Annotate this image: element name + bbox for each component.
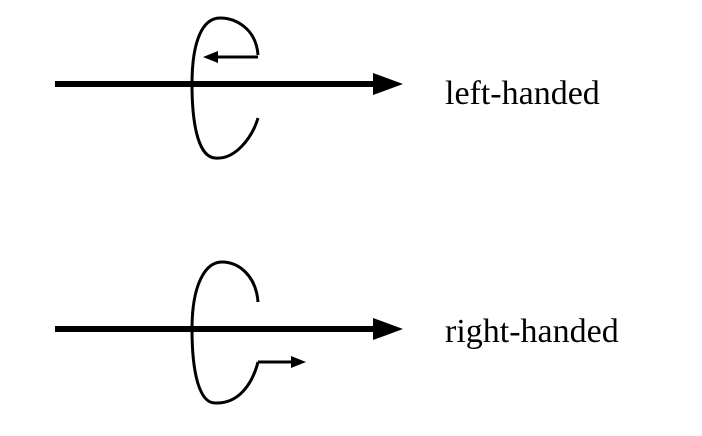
- left-handed-rotation-arrowhead: [203, 51, 218, 63]
- left-handed-rotation-arc-lower: [190, 83, 260, 160]
- left-handed-axis-arrowhead: [373, 73, 403, 95]
- left-handed-group: left-handed: [55, 16, 600, 160]
- right-handed-rotation-arc-upper: [190, 260, 260, 330]
- right-handed-label: right-handed: [445, 313, 619, 350]
- left-handed-rotation-arc-upper: [190, 16, 260, 85]
- right-handed-rotation-arc-lower: [190, 328, 260, 405]
- left-handed-label: left-handed: [445, 75, 600, 112]
- right-handed-axis-arrowhead: [373, 318, 403, 340]
- right-handed-rotation-arrowhead: [291, 356, 306, 368]
- right-handed-group: right-handed: [55, 260, 619, 405]
